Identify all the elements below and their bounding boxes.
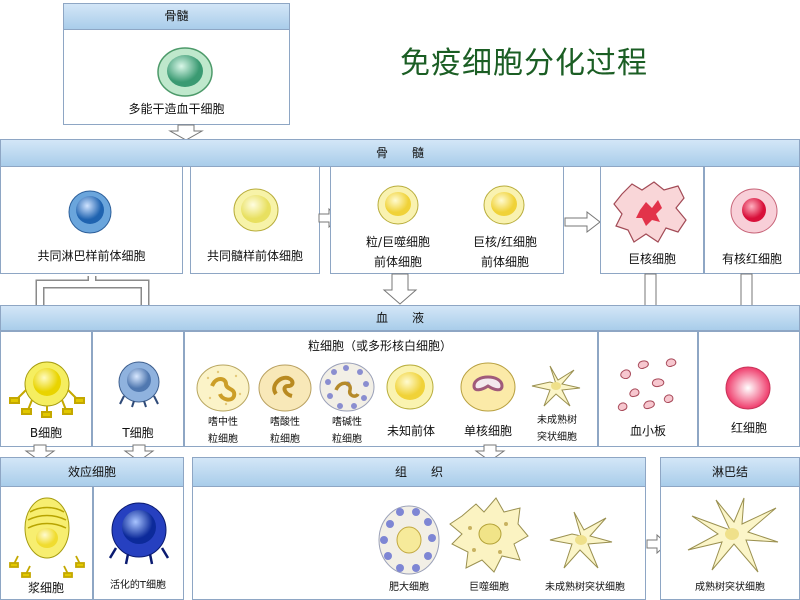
stem-cell-label: 多能干造血干细胞: [128, 102, 225, 116]
immature-dc-tissue-label: 未成熟树突状细胞: [545, 582, 625, 593]
unknown-precursor-icon: [386, 364, 434, 410]
common-lymphoid-label: 共同淋巴样前体细胞: [37, 249, 146, 263]
plasma-cell-label: 浆细胞: [27, 581, 64, 595]
top-bone-marrow-header: 骨髓: [63, 3, 290, 30]
mega-precursor-label-2: 前体细胞: [480, 255, 529, 269]
diagram-title: 免疫细胞分化过程: [400, 46, 648, 81]
bone-marrow-header: 骨 髓: [0, 139, 800, 167]
basophil-label-1: 嗜碱性: [332, 417, 362, 428]
neutrophil-label-2: 粒细胞: [208, 434, 238, 445]
activated-t-cell-label: 活化的T细胞: [109, 580, 167, 591]
precursor-box: [330, 166, 564, 274]
granulo-precursor-label-2: 前体细胞: [373, 255, 422, 269]
eosinophil-label-1: 嗜酸性: [270, 417, 300, 428]
mast-cell-icon: [378, 505, 440, 575]
immature-dc-tissue-icon: [549, 511, 613, 569]
b-cell-icon: [9, 361, 85, 418]
nucleated-rbc-label: 有核红细胞: [721, 252, 782, 266]
eosinophil-label-2: 粒细胞: [270, 434, 300, 445]
nucleated-rbc-cell-icon: [730, 188, 778, 234]
common-myeloid-label: 共同髓样前体细胞: [206, 249, 303, 263]
common-myeloid-cell-icon: [233, 188, 279, 232]
stem-cell-icon: [157, 47, 213, 97]
immature-dc-blood-label-1: 未成熟树: [537, 415, 577, 426]
tissue-header: 组 织: [192, 457, 646, 487]
mature-dc-label: 成熟树突状细胞: [695, 582, 765, 593]
neutrophil-label-1: 嗜中性: [208, 417, 238, 428]
megakaryocyte-label: 巨核细胞: [627, 252, 676, 266]
plasma-cell-icon: [9, 497, 85, 578]
mast-cell-label: 肥大细胞: [389, 582, 429, 593]
macrophage-icon: [449, 497, 529, 573]
granulocyte-title: 粒细胞（或多形核白细胞）: [307, 339, 452, 353]
neutrophil-icon: [196, 364, 250, 412]
rbc-label: 红细胞: [730, 421, 767, 435]
eosinophil-icon: [258, 364, 312, 412]
basophil-label-2: 粒细胞: [332, 434, 362, 445]
common-lymphoid-cell-icon: [68, 190, 112, 234]
immature-dc-blood-icon: [531, 365, 581, 407]
monocyte-label: 单核细胞: [463, 424, 512, 438]
t-cell-icon: [118, 361, 160, 408]
platelet-label: 血小板: [629, 424, 666, 438]
macrophage-label: 巨噬细胞: [469, 582, 509, 593]
effector-divider: [92, 487, 94, 600]
platelet-icon: [617, 358, 677, 411]
platelet-box: [598, 331, 698, 447]
mega-precursor-cell-icon: [483, 185, 525, 225]
effector-header: 效应细胞: [0, 457, 184, 487]
activated-t-cell-icon: [108, 502, 170, 565]
blood-header: 血 液: [0, 305, 800, 331]
monocyte-icon: [460, 362, 516, 412]
megakaryocyte-cell-icon: [613, 181, 687, 243]
granulo-precursor-label-1: 粒/巨噬细胞: [365, 235, 431, 249]
rbc-icon: [725, 366, 771, 410]
immature-dc-blood-label-2: 突状细胞: [537, 432, 577, 443]
t-cell-label: T细胞: [122, 426, 154, 440]
lymph-node-header: 淋巴结: [660, 457, 800, 487]
granulo-precursor-cell-icon: [377, 185, 419, 225]
arrow-precursor-to-mega: [564, 210, 601, 234]
mega-precursor-label-1: 巨核/红细胞: [472, 235, 538, 249]
connectors-blood-to-lower: [24, 444, 506, 462]
arrow-stem-to-marrow: [168, 124, 204, 141]
mature-dc-icon: [687, 497, 779, 573]
basophil-icon: [319, 362, 375, 412]
b-cell-label: B细胞: [29, 426, 63, 440]
unknown-precursor-label: 未知前体: [386, 424, 435, 438]
